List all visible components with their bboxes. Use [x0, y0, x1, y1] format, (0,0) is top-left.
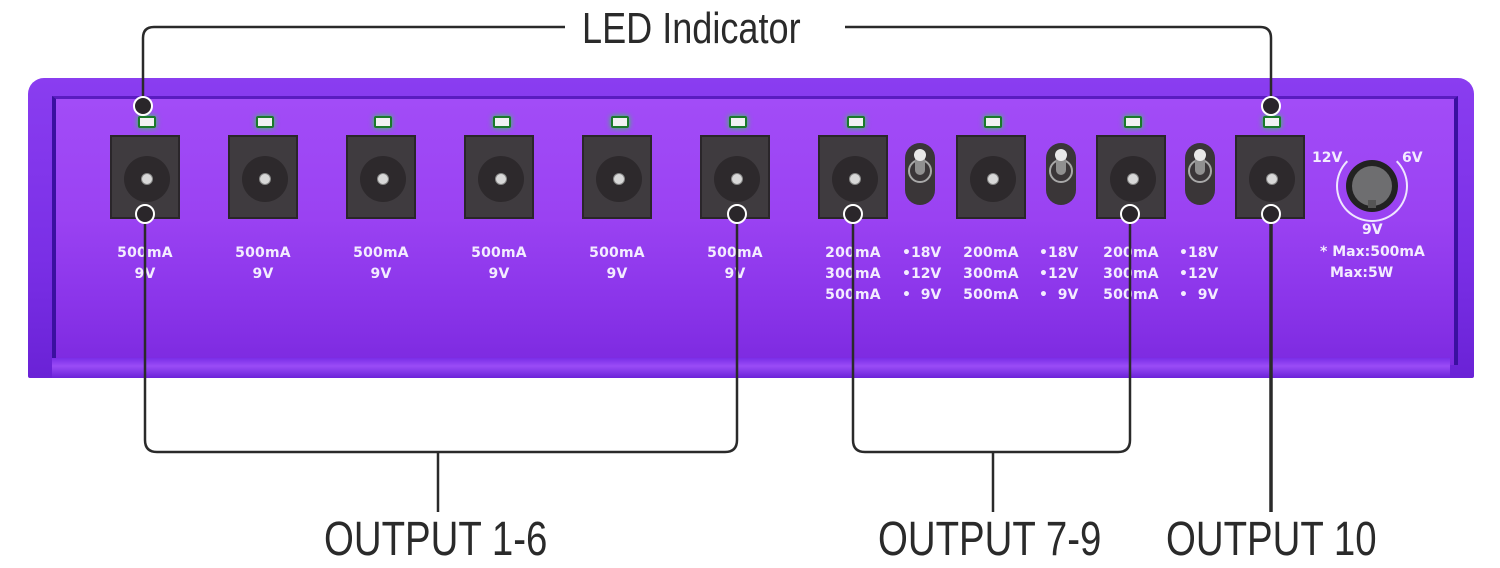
voltage-label: 9V	[252, 266, 274, 282]
current-label: 500mA	[589, 245, 645, 261]
output-10-label: OUTPUT 10	[1166, 513, 1377, 566]
output-1-dot	[135, 204, 155, 224]
current-label: 500mA	[353, 245, 409, 261]
voltage-label: 9V	[370, 266, 392, 282]
knob-label-9v: 9V	[1362, 222, 1383, 238]
voltage-toggle-switch-9	[1185, 143, 1215, 205]
current-label: 500mA	[707, 245, 763, 261]
voltage-knob	[1346, 160, 1398, 212]
output-8-voltages: •18V •12V • 9V	[1039, 243, 1078, 306]
output-9-voltages: •18V •12V • 9V	[1179, 243, 1218, 306]
output-3-spec: 500mA 9V	[341, 243, 421, 285]
led-indicator-3	[374, 116, 392, 128]
dc-output-jack-5	[582, 135, 652, 219]
output-1-6-label: OUTPUT 1-6	[324, 513, 548, 566]
voltage-option: •18V	[1039, 245, 1079, 261]
led-indicator-10	[1263, 116, 1281, 128]
led-indicator-5	[611, 116, 629, 128]
led-callout-line	[141, 25, 1273, 106]
output-10-dot	[1261, 204, 1281, 224]
led-callout-dot-left	[133, 96, 153, 116]
voltage-label: 9V	[724, 266, 746, 282]
dc-output-jack-4	[464, 135, 534, 219]
knob-label-12v: 12V	[1312, 150, 1343, 166]
output-6-dot	[727, 204, 747, 224]
voltage-option: •12V	[1179, 266, 1219, 282]
output-1-6-bracket	[143, 214, 739, 512]
voltage-label: 9V	[488, 266, 510, 282]
output-4-spec: 500mA 9V	[459, 243, 539, 285]
knob-max-power-note: Max:5W	[1330, 265, 1394, 281]
voltage-knob-scale	[1336, 150, 1408, 222]
led-indicator-2	[256, 116, 274, 128]
current-option: 200mA	[963, 245, 1019, 261]
output-7-9-bracket	[851, 214, 1132, 512]
current-label: 500mA	[235, 245, 291, 261]
led-indicator-7	[847, 116, 865, 128]
voltage-option: •18V	[902, 245, 942, 261]
led-indicator-6	[729, 116, 747, 128]
chassis-bottom-lip	[52, 358, 1450, 378]
dc-output-jack-3	[346, 135, 416, 219]
dc-output-jack-1	[110, 135, 180, 219]
output-7-voltages: •18V •12V • 9V	[902, 243, 941, 306]
voltage-option: •12V	[902, 266, 942, 282]
output-6-spec: 500mA 9V	[695, 243, 775, 285]
voltage-option: • 9V	[1179, 287, 1219, 303]
output-7-dot	[843, 204, 863, 224]
dc-output-jack-2	[228, 135, 298, 219]
voltage-toggle-switch-7	[905, 143, 935, 205]
current-option: 300mA	[963, 266, 1019, 282]
knob-label-6v: 6V	[1402, 150, 1423, 166]
output-7-9-label: OUTPUT 7-9	[878, 513, 1102, 566]
led-indicator-1	[138, 116, 156, 128]
led-callout-dot-right	[1261, 96, 1281, 116]
output-8-currents: 200mA 300mA 500mA	[951, 243, 1031, 306]
dc-output-jack-10	[1235, 135, 1305, 219]
voltage-option: • 9V	[1039, 287, 1079, 303]
output-5-spec: 500mA 9V	[577, 243, 657, 285]
led-indicator-4	[493, 116, 511, 128]
led-indicator-9	[1124, 116, 1142, 128]
current-option: 500mA	[963, 287, 1019, 303]
knob-max-current-note: * Max:500mA	[1320, 244, 1425, 260]
voltage-toggle-switch-8	[1046, 143, 1076, 205]
led-indicator-label: LED Indicator	[582, 4, 801, 53]
current-label: 500mA	[471, 245, 527, 261]
output-9-dot	[1120, 204, 1140, 224]
voltage-option: • 9V	[902, 287, 942, 303]
led-indicator-8	[984, 116, 1002, 128]
dc-output-jack-8	[956, 135, 1026, 219]
voltage-option: •12V	[1039, 266, 1079, 282]
voltage-label: 9V	[606, 266, 628, 282]
output-2-spec: 500mA 9V	[223, 243, 303, 285]
voltage-option: •18V	[1179, 245, 1219, 261]
